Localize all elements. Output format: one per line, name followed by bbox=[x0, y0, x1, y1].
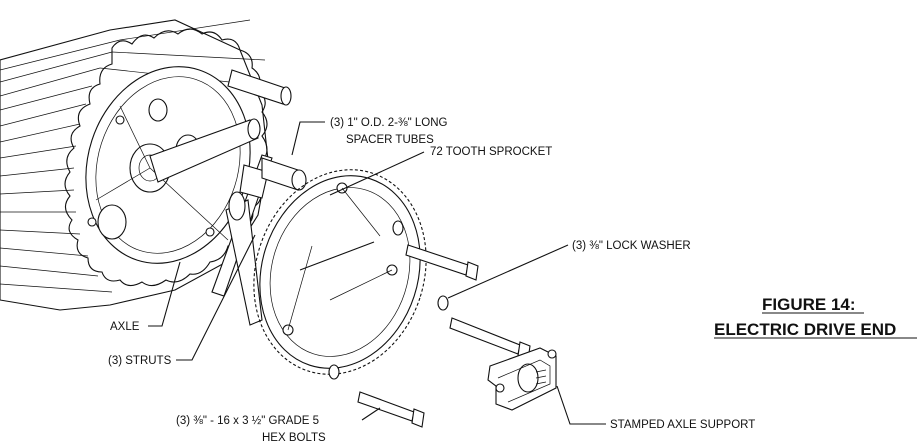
figure-title: ELECTRIC DRIVE END bbox=[714, 320, 896, 339]
end-plate-hole-top bbox=[148, 98, 168, 122]
label-spacer-tubes-line1: (3) 1" O.D. 2-⅜" LONG bbox=[330, 117, 447, 129]
figure-number: FIGURE 14: bbox=[762, 295, 856, 314]
label-axle-support: STAMPED AXLE SUPPORT bbox=[610, 419, 755, 431]
drum-ribs bbox=[0, 19, 286, 293]
lock-washers bbox=[328, 220, 449, 380]
stamped-axle-support bbox=[487, 347, 557, 411]
label-bolts-line1: (3) ⅜" - 16 x 3 ½" GRADE 5 bbox=[176, 415, 319, 427]
label-axle: AXLE bbox=[110, 321, 140, 333]
label-sprocket: 72 TOOTH SPROCKET bbox=[430, 146, 552, 158]
struts bbox=[211, 154, 273, 326]
label-lock-washer: (3) ⅜" LOCK WASHER bbox=[572, 240, 691, 252]
leader-lines bbox=[148, 121, 606, 425]
label-struts: (3) STRUTS bbox=[108, 355, 172, 367]
sprocket-72-tooth bbox=[253, 169, 427, 375]
drum-end-rim bbox=[64, 28, 268, 287]
axle bbox=[149, 69, 292, 183]
hex-bolts bbox=[357, 244, 531, 428]
label-bolts-line2: HEX BOLTS bbox=[262, 432, 326, 444]
end-plate-hole-left bbox=[97, 204, 127, 240]
label-spacer-tubes-line2: SPACER TUBES bbox=[346, 134, 434, 146]
